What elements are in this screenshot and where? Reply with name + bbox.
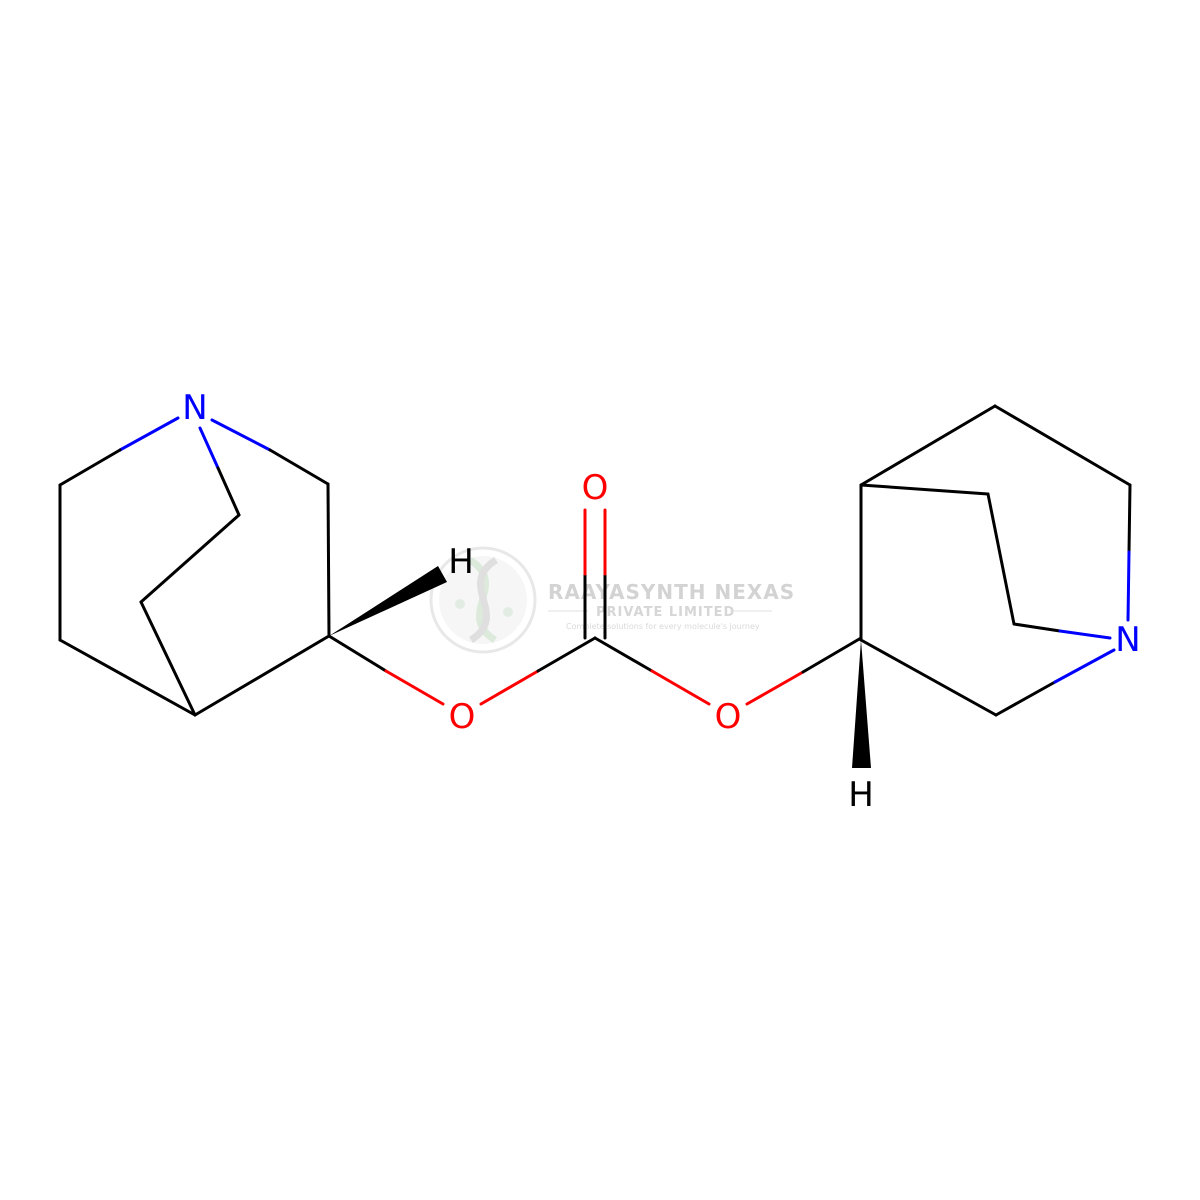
atom-labels: N N O O O H H: [182, 388, 1140, 815]
nitrogen-left-label: N: [182, 388, 207, 428]
hydrogen-left-label: H: [448, 542, 474, 582]
left-quinuclidine-bonds: [58, 416, 331, 717]
carbonyl-double-bond: [583, 508, 607, 640]
right-stereo-wedge: [852, 640, 871, 768]
left-ester-bonds: [327, 634, 597, 706]
carbonyl-oxygen-label: O: [582, 468, 609, 508]
watermark-tagline: Complete solutions for every molecule's …: [566, 622, 760, 631]
nitrogen-right-label: N: [1115, 620, 1140, 660]
hydrogen-right-label: H: [848, 775, 874, 815]
watermark-company: RAAYASYNTH NEXAS: [548, 580, 795, 604]
ester-oxygen-left-label: O: [449, 697, 476, 737]
ester-oxygen-right-label: O: [715, 697, 742, 737]
left-stereo-wedge: [329, 566, 447, 636]
watermark: RAAYASYNTH NEXAS PRIVATE LIMITED Complet…: [429, 546, 795, 654]
helix-logo-icon: [429, 546, 537, 654]
right-ester-bonds: [593, 636, 863, 706]
right-quinuclidine-bonds: [859, 404, 1132, 717]
watermark-subtitle: PRIVATE LIMITED: [596, 605, 735, 620]
